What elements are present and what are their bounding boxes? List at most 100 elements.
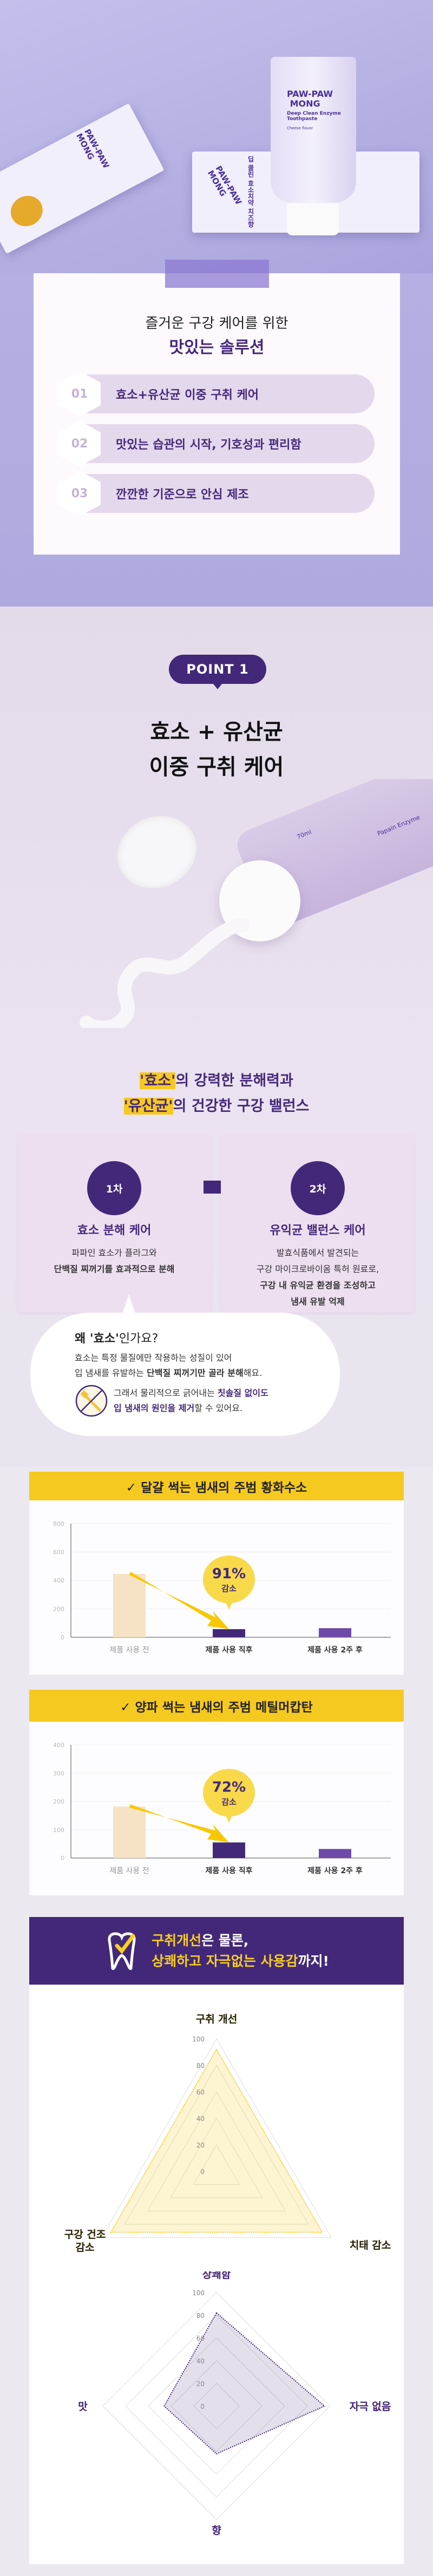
t: 상쾌하고 자극없는 사용감	[152, 1953, 298, 1969]
step-line: 파파인 효소가 플라그와	[71, 1248, 157, 1258]
y-tick-label: 0	[61, 1855, 64, 1862]
radar-gridline	[102, 2292, 331, 2520]
radar-gridline	[147, 2091, 286, 2211]
radar-gridline	[148, 2337, 285, 2475]
radar-gridline	[170, 2360, 263, 2452]
step-line: 발효식품에서 발견되는	[276, 1248, 359, 1258]
radar-gridline	[101, 2038, 332, 2238]
radar-axis-label: 구취 개선	[196, 2013, 238, 2025]
item-text: 깐깐한 기준으로 안심 제조	[116, 488, 249, 502]
chart-title: ✓ 양파 썩는 냄새의 주범 메틸머캅탄	[29, 1690, 404, 1722]
why-note-text: 그래서 물리적으로 긁어내는 칫솔질 없이도 입 냄새의 원인을 제거할 수 있…	[114, 1386, 268, 1416]
headline-text: 의 강력한 분해력과	[175, 1072, 293, 1089]
t: 입 냄새의 원인을 제거	[114, 1403, 195, 1413]
x-tick-label: 제품 사용 전	[109, 1867, 149, 1875]
radar-gridline	[170, 2117, 263, 2198]
banner-line: 상쾌하고 자극없는 사용감까지!	[152, 1951, 329, 1972]
t: 칫솔질 없이도	[217, 1388, 268, 1398]
bar	[113, 1573, 146, 1637]
chart-title: ✓ 달걀 썩는 냄새의 주범 황화수소	[29, 1472, 404, 1500]
point-headline-2: '유산균'의 건강한 구강 밸런스	[0, 1094, 433, 1115]
radar-tick-label: 0	[200, 2403, 205, 2410]
why-enzyme-bubble: 왜 '효소'인가요? 효소는 특정 물질에만 작용하는 성질이 있어 입 냄새를…	[30, 1294, 340, 1436]
item-text: 맛있는 습관의 시작, 기호성과 편리함	[116, 438, 301, 452]
no-toothbrush-icon	[75, 1385, 108, 1417]
x-tick-label: 제품 사용 직후	[205, 1866, 252, 1875]
bar	[213, 1629, 245, 1637]
x-tick-label: 제품 사용 2주 후	[307, 1646, 363, 1655]
x-tick-label: 제품 사용 전	[109, 1646, 149, 1655]
radar-axis-label: 자극 없음	[350, 2401, 391, 2413]
headline-text: 의 건강한 구강 밸런스	[173, 1098, 310, 1115]
radar-tick-label: 80	[196, 2062, 205, 2070]
step-badge: 2차	[291, 1161, 345, 1215]
radar-axis-label: 구강 건조	[64, 2229, 106, 2241]
product-korean-name: 딥 클린 효소치약 치즈향	[247, 156, 254, 228]
why-question: 왜 '효소'인가요?	[75, 1329, 340, 1346]
solution-subtitle: 맛있는 솔루션	[169, 338, 265, 357]
annotation-label: 감소	[221, 1584, 237, 1593]
radar-tick-label: 0	[200, 2168, 205, 2176]
radar-tick-label: 40	[196, 2357, 205, 2365]
t: 그래서 물리적으로 긁어내는	[114, 1388, 218, 1398]
radar-tick-label: 100	[192, 2289, 205, 2297]
step-line: 구강 내 유익균 환경을 조성하고	[260, 1280, 376, 1290]
item-number: 01	[58, 371, 101, 417]
point-headline-1: '효소'의 강력한 분해력과	[0, 1069, 433, 1090]
why-line: 입 냄새의 원인을 제거할 수 있어요.	[114, 1401, 268, 1416]
tube-label: Papain Enzyme	[376, 813, 421, 838]
y-tick-label: 0	[61, 1634, 64, 1641]
decrease-arrow	[129, 1571, 229, 1630]
radar-gridline	[124, 2064, 309, 2225]
tooth-check-icon	[108, 1932, 136, 1970]
why-note: 그래서 물리적으로 긁어내는 칫솔질 없이도 입 냄새의 원인을 제거할 수 있…	[75, 1384, 340, 1418]
dog-illustration	[5, 190, 48, 232]
solution-item: 02 맛있는 습관의 시작, 기호성과 편리함	[58, 421, 375, 466]
t: 해요.	[243, 1368, 263, 1378]
radar-tick-label: 20	[196, 2380, 205, 2388]
highlight-probiotics: '유산균'	[123, 1098, 173, 1115]
highlight-enzyme: '효소'	[140, 1072, 176, 1089]
t: 할 수 있어요.	[194, 1403, 243, 1413]
product-flavor: Cheese flavor	[287, 126, 313, 130]
radar-axis-label: 향	[212, 2525, 221, 2537]
radar-tick-label: 100	[192, 2035, 205, 2043]
radar-series	[163, 2312, 326, 2455]
radar-gridline	[193, 2383, 240, 2429]
x-tick-label: 제품 사용 직후	[205, 1645, 252, 1655]
t: 입 냄새를 유발하는	[75, 1368, 147, 1378]
x-tick-label: 제품 사용 2주 후	[307, 1867, 363, 1875]
q-text: 인가요?	[119, 1332, 159, 1346]
y-tick-label: 400	[53, 1577, 64, 1584]
radar-tick-label: 80	[196, 2312, 205, 2320]
t: 단백질 찌꺼기만 골라 분해	[147, 1368, 244, 1378]
annotation-value: 91%	[212, 1566, 246, 1582]
radar-tick-label: 40	[196, 2115, 205, 2123]
item-text: 효소+유산균 이중 구취 케어	[116, 388, 259, 402]
bar	[113, 1806, 146, 1858]
bar	[319, 1628, 351, 1637]
t: 구취개선	[152, 1932, 202, 1948]
tape-decoration	[165, 260, 269, 288]
step-line: 단백질 찌꺼기를 효과적으로 분해	[54, 1264, 175, 1274]
step-title: 효소 분해 케어	[77, 1224, 152, 1237]
annotation-label: 감소	[221, 1797, 237, 1807]
radar-gridline	[125, 2315, 308, 2498]
q-text: 왜	[75, 1332, 90, 1346]
radar-series	[110, 2048, 323, 2233]
radar-tick-label: 20	[196, 2142, 205, 2149]
annotation-value: 72%	[212, 1779, 246, 1795]
why-line: 효소는 특정 물질에만 작용하는 성질이 있어	[75, 1353, 232, 1363]
item-number: 02	[58, 421, 101, 466]
